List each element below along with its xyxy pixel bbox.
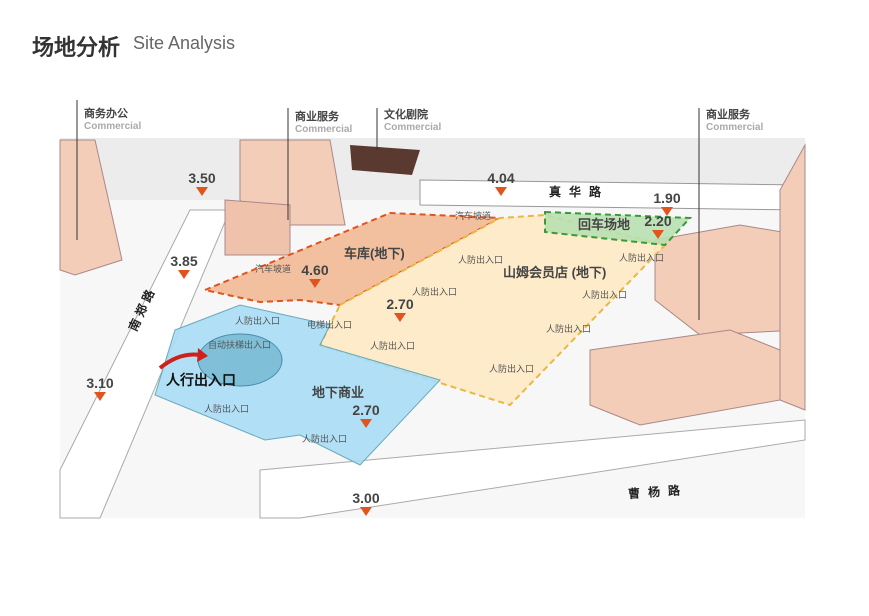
civil-defense-exit-label: 人防出入口 [582,290,628,300]
triangle-marker-icon [178,270,190,279]
elevation-marker: 4.04 [481,170,521,196]
triangle-marker-icon [661,207,673,216]
triangle-marker-icon [309,279,321,288]
civil-defense-exit-label: 人防出入口 [458,255,504,265]
building-theater [350,145,420,175]
callout-theater: 文化剧院 Commercial [384,106,441,133]
callout-en: Commercial [384,122,442,133]
underground-commercial-label: 地下商业 [312,385,365,400]
page-subtitle: Site Analysis [133,33,236,53]
elevation-value: 4.04 [487,170,515,186]
elevation-value: 2.70 [386,296,414,312]
pedestrian-entrance-label: 人行出入口 [166,372,236,388]
elevator-exit-label: 电梯出入口 [307,320,353,330]
escalator-exit-label: 自动扶梯出入口 [208,340,272,350]
triangle-marker-icon [652,230,664,239]
caoyang-road [259,419,806,519]
civil-defense-exit-label: 人防出入口 [412,287,458,297]
dropoff-label: 回车场地 [578,217,631,232]
elevation-marker: 1.90 [647,190,687,216]
road-zhenhua: 真华路 [549,185,610,199]
arrow-head-icon [197,348,208,362]
elevation-value: 2.20 [644,213,672,229]
civil-defense-exit-label: 人防出入口 [235,316,281,326]
callout-en: Commercial [295,124,353,135]
elevation-marker: 4.60 [295,262,335,288]
building-office [59,139,123,276]
triangle-marker-icon [360,507,372,516]
elevation-value: 1.90 [653,190,681,206]
elevation-value: 3.10 [86,375,114,391]
ramp-label: 汽车坡道 [255,264,292,274]
building-commercial-4 [779,143,806,411]
elevation-marker: 3.10 [80,375,120,401]
callout-en: Commercial [706,122,764,133]
elevation-value: 3.50 [188,170,216,186]
ramp-label: 汽车坡道 [455,211,492,221]
elevation-value: 4.60 [301,262,329,278]
building-podium [224,199,291,256]
elevation-value: 3.85 [170,253,198,269]
civil-defense-exit-label: 人防出入口 [619,253,665,263]
callout-en: Commercial [84,121,142,132]
triangle-marker-icon [394,313,406,322]
zhenhua-road [419,179,806,211]
elevation-value: 2.70 [352,402,380,418]
triangle-marker-icon [94,392,106,401]
elevation-marker: 2.70 [346,402,386,428]
callout-cn: 商业服务 [295,111,339,123]
garage-label: 车库(地下) [344,246,405,261]
civil-defense-exit-label: 人防出入口 [302,434,348,444]
civil-defense-exit-label: 人防出入口 [489,364,535,374]
elevation-marker: 3.00 [346,490,386,516]
civil-defense-exit-label: 人防出入口 [370,341,416,351]
elevation-marker: 3.50 [182,170,222,196]
callout-commercial-1: 商业服务 Commercial [295,108,352,135]
triangle-marker-icon [360,419,372,428]
page-title: 场地分析 [32,35,121,60]
civil-defense-exit-label: 人防出入口 [204,404,250,414]
callout-cn: 文化剧院 [384,109,428,121]
elevation-marker: 2.20 [638,213,678,239]
triangle-marker-icon [196,187,208,196]
elevation-marker: 2.70 [380,296,420,322]
pedestrian-arrow-icon [158,352,201,370]
triangle-marker-icon [495,187,507,196]
elevation-value: 3.00 [352,490,380,506]
callout-commercial-2: 商业服务 Commercial [706,106,763,133]
sams-label: 山姆会员店 (地下) [503,265,607,280]
callout-office: 商务办公 Commercial [84,105,141,132]
callout-cn: 商务办公 [84,108,128,120]
civil-defense-exit-label: 人防出入口 [546,324,592,334]
elevation-marker: 3.85 [164,253,204,279]
callout-cn: 商业服务 [706,109,750,121]
